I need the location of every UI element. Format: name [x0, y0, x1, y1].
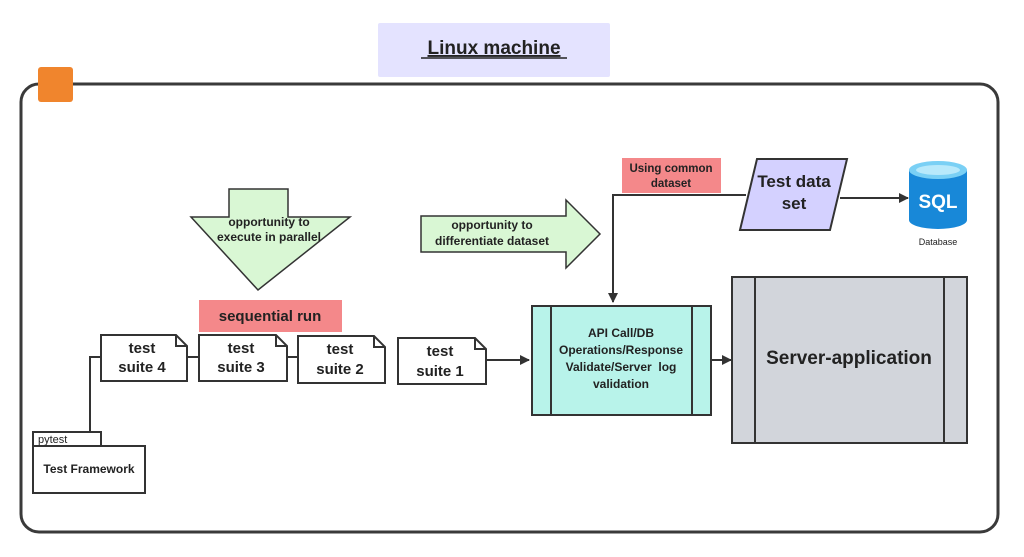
test-suite-2-line2: suite 2 [316, 361, 364, 378]
test-data-set: Test data set [738, 158, 849, 231]
framework-label: Test Framework [43, 462, 134, 476]
title-text: Linux machine [427, 38, 560, 59]
parallel-arrow-line2: execute in parallel [217, 230, 321, 244]
connector-framework-suite4 [89, 356, 101, 432]
common-dataset-line2: dataset [651, 178, 691, 190]
parallel-arrow-line1: opportunity to [228, 215, 309, 229]
test-framework: pytest Test Framework [32, 431, 146, 494]
test-suite-4-line2: suite 4 [118, 359, 166, 376]
test-suite-4: test suite 4 [100, 334, 188, 382]
differentiate-arrow-line2: differentiate dataset [435, 234, 549, 248]
sequential-run-label: sequential run [199, 300, 342, 332]
framework-tab-label: pytest [38, 434, 67, 446]
common-dataset-label: Using common dataset [622, 158, 721, 193]
server-application-box: Server-application [731, 276, 968, 444]
connector-testdata-api [608, 194, 746, 303]
common-dataset-line1: Using common [629, 163, 712, 175]
test-suite-2: test suite 2 [297, 335, 386, 384]
title-background [378, 23, 610, 77]
sequential-run-text: sequential run [219, 308, 322, 325]
test-suite-1-line1: test [427, 343, 454, 360]
test-suite-1: test suite 1 [397, 337, 487, 385]
test-data-line1: Test data [757, 172, 831, 191]
differentiate-arrow-line1: opportunity to [451, 218, 532, 232]
api-call-box: API Call/DB Operations/Response Validate… [531, 305, 712, 416]
test-suite-1-line2: suite 1 [416, 363, 464, 380]
frame-corner-marker [38, 67, 73, 102]
api-line4: validation [593, 377, 649, 391]
api-line1: API Call/DB [588, 326, 654, 340]
test-suite-3-line1: test [228, 340, 255, 357]
api-line3: Validate/Server log [566, 360, 677, 374]
title-banner: Linux machine [378, 23, 610, 77]
parallel-arrow: opportunity to execute in parallel [189, 188, 353, 292]
test-suite-3: test suite 3 [198, 334, 288, 382]
test-suite-2-line1: test [327, 341, 354, 358]
database-icon: SQL Database [909, 161, 967, 247]
connectors [89, 193, 909, 432]
server-label: Server-application [766, 348, 932, 369]
test-suite-3-line2: suite 3 [217, 359, 265, 376]
database-icon-text: SQL [918, 192, 957, 213]
api-line2: Operations/Response [559, 343, 683, 357]
database-label: Database [919, 237, 958, 247]
test-suite-4-line1: test [129, 340, 156, 357]
differentiate-arrow: opportunity to differentiate dataset [420, 198, 602, 270]
test-data-line2: set [782, 194, 807, 213]
